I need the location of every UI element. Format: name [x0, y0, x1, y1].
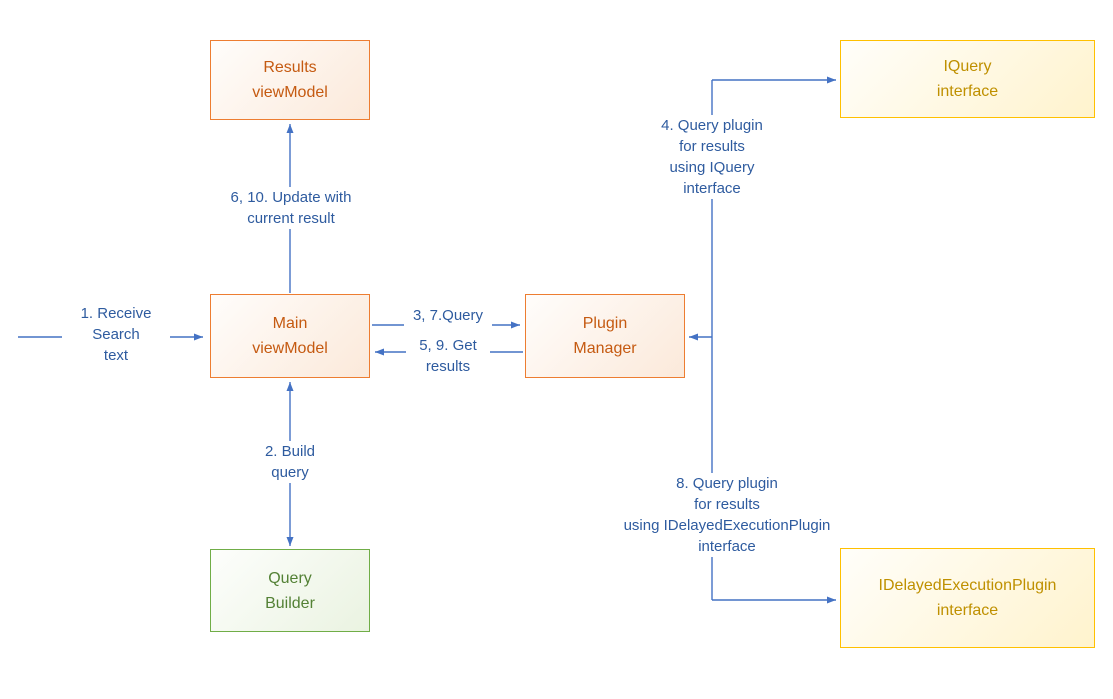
node-idelayed-interface-line1: IDelayedExecutionPlugin: [878, 577, 1057, 594]
node-results-viewmodel-line2: viewModel: [252, 84, 328, 101]
label-query-iquery-line4: interface: [683, 180, 741, 197]
label-query-iquery-line2: for results: [679, 138, 745, 155]
label-receive-search: 1. Receive Search text: [62, 303, 170, 366]
label-query-iquery-line3: using IQuery: [669, 159, 755, 176]
label-build-query-line2: query: [271, 464, 309, 481]
node-main-viewmodel-line2: viewModel: [252, 340, 328, 357]
label-query-idelayed-line3: using IDelayedExecutionPlugin: [623, 517, 831, 534]
label-query-line1: 3, 7.Query: [412, 307, 484, 324]
label-build-query: 2. Build query: [254, 441, 326, 483]
label-get-results-line1: 5, 9. Get: [419, 337, 477, 354]
label-receive-search-line2: Search: [92, 326, 140, 343]
label-query-idelayed-line4: interface: [698, 538, 756, 555]
label-receive-search-line1: 1. Receive: [80, 305, 152, 322]
label-query-idelayed-line2: for results: [694, 496, 760, 513]
node-idelayed-interface-line2: interface: [936, 602, 999, 619]
label-query-idelayed-line1: 8. Query plugin: [676, 475, 778, 492]
node-query-builder-line2: Builder: [265, 594, 315, 612]
node-main-viewmodel: Main viewModel: [210, 294, 370, 378]
label-update-result-line2: current result: [247, 210, 335, 227]
node-query-builder-line1: Query: [268, 569, 312, 587]
label-receive-search-line3: text: [103, 347, 129, 364]
node-results-viewmodel-line1: Results: [263, 59, 317, 76]
label-query-iquery: 4. Query plugin for results using IQuery…: [642, 115, 782, 199]
node-plugin-manager-line1: Plugin: [582, 315, 628, 332]
node-plugin-manager: Plugin Manager: [525, 294, 685, 378]
node-idelayed-interface: IDelayedExecutionPlugin interface: [840, 548, 1095, 648]
node-results-viewmodel: Results viewModel: [210, 40, 370, 120]
node-iquery-interface: IQuery interface: [840, 40, 1095, 118]
label-get-results-line2: results: [425, 358, 471, 375]
label-update-result: 6, 10. Update with current result: [208, 187, 374, 229]
node-main-viewmodel-line1: Main: [272, 315, 308, 332]
node-plugin-manager-line2: Manager: [573, 340, 637, 357]
label-build-query-line1: 2. Build: [264, 443, 316, 460]
label-query-idelayed: 8. Query plugin for results using IDelay…: [617, 473, 837, 557]
node-iquery-interface-line2: interface: [936, 83, 999, 100]
label-update-result-line1: 6, 10. Update with: [230, 189, 352, 206]
node-query-builder: Query Builder: [210, 549, 370, 632]
label-query: 3, 7.Query: [404, 305, 492, 326]
label-query-iquery-line1: 4. Query plugin: [661, 117, 763, 134]
node-iquery-interface-line1: IQuery: [943, 58, 992, 75]
label-get-results: 5, 9. Get results: [406, 335, 490, 377]
